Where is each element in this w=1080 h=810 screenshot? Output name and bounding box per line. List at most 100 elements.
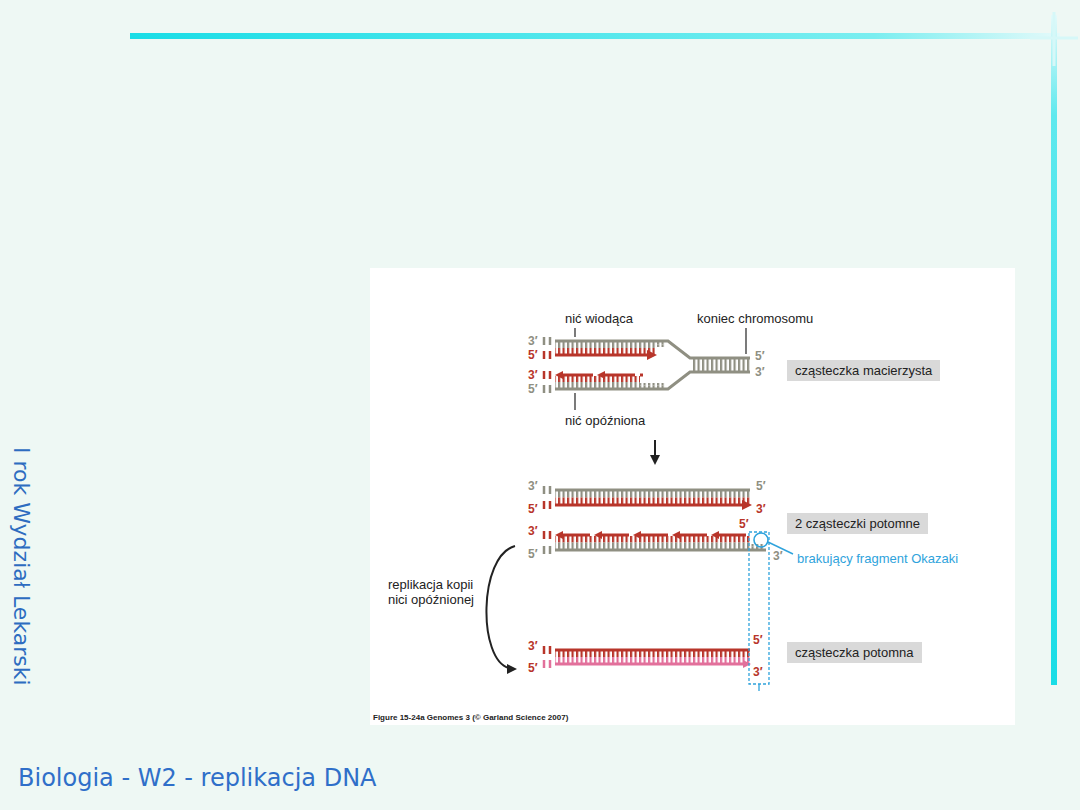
arrowhead (742, 500, 752, 510)
arrowhead (555, 531, 563, 539)
dna-strand (555, 649, 750, 652)
break-mark (549, 486, 552, 494)
break-mark (549, 371, 552, 379)
dna-strand (601, 374, 635, 377)
arrowhead (672, 531, 680, 539)
base-pairs (555, 342, 655, 348)
corner-cross (1030, 37, 1078, 40)
callout-label: replikacja kopii nici opóźnionej (388, 577, 478, 607)
dna-strand (555, 372, 750, 389)
base-pairs (555, 348, 655, 354)
end-label: 3′ (528, 480, 538, 492)
dna-strand (676, 534, 707, 537)
end-label: 3′ (755, 366, 765, 378)
arrowhead (633, 531, 641, 539)
base-pairs (555, 536, 750, 543)
top-bar (130, 33, 1060, 39)
molecule-label: 2 cząsteczki potomne (795, 516, 920, 531)
base-pairs (555, 657, 750, 663)
arrowhead (650, 455, 660, 465)
footer-title: Biologia - W2 - replikacja DNA (18, 764, 377, 793)
end-label: 5′ (739, 518, 749, 530)
figure-panel (370, 268, 1015, 725)
dna-strand (598, 534, 629, 537)
end-label: 3′ (773, 550, 783, 562)
end-label: 3′ (756, 503, 766, 515)
arrowhead (507, 664, 517, 674)
base-pairs (692, 359, 750, 365)
break-mark (549, 501, 552, 509)
molecule-label: cząsteczka potomna (795, 645, 914, 660)
base-pairs (555, 491, 750, 498)
break-mark (543, 351, 546, 359)
arrowhead (743, 660, 751, 668)
figure-credit: Figure 15-24a Genomes 3 (© Garland Scien… (373, 713, 568, 723)
dna-strand (637, 534, 668, 537)
base-pairs (555, 382, 640, 388)
curved-arrow (486, 546, 515, 668)
arrowhead (594, 531, 602, 539)
dna-strand (559, 534, 590, 537)
break-mark (543, 371, 546, 379)
callout-label: nić opóźniona (565, 413, 645, 429)
dna-strand (715, 534, 746, 537)
break-mark (549, 646, 552, 654)
dna-strand (555, 663, 745, 666)
base-pairs (555, 498, 750, 505)
arrowhead (647, 350, 657, 360)
dna-strand (555, 354, 650, 357)
arrowhead (555, 371, 563, 379)
molecule-tag: 2 cząsteczki potomne (787, 513, 928, 534)
dashed-bracket (749, 532, 769, 684)
base-pairs (555, 543, 750, 550)
base-pairs (555, 376, 640, 382)
leader-line (574, 328, 575, 337)
dna-strand (559, 374, 593, 377)
break-mark (549, 660, 552, 668)
break-mark (543, 501, 546, 509)
dna-strand (640, 374, 643, 377)
break-mark (549, 546, 552, 554)
end-label: 5′ (528, 662, 538, 674)
dna-strand (555, 549, 766, 552)
break-mark (543, 486, 546, 494)
end-label: 5′ (528, 383, 538, 395)
end-label: 3′ (528, 525, 538, 537)
end-label: 5′ (528, 349, 538, 361)
callout-label: brakujący fragment Okazaki (797, 551, 958, 567)
break-mark (543, 660, 546, 668)
break-mark (543, 337, 546, 345)
bracket-tick (758, 684, 759, 691)
leader-line (745, 328, 746, 354)
side-bar (1051, 15, 1057, 685)
break-mark (549, 531, 552, 539)
end-label: 5′ (528, 548, 538, 560)
end-label: 5′ (528, 503, 538, 515)
end-label: 3′ (528, 369, 538, 381)
side-title: I rok Wydział Lekarski (8, 447, 34, 686)
arrowhead (597, 371, 605, 379)
break-mark (543, 531, 546, 539)
dna-strand (555, 504, 745, 507)
arrowhead (711, 531, 719, 539)
leader-line (574, 393, 575, 410)
dna-strand (555, 489, 750, 492)
gap-marker (754, 533, 768, 547)
end-label: 3′ (753, 666, 763, 678)
break-mark (549, 337, 552, 345)
break-mark (543, 385, 546, 393)
end-label: 3′ (528, 640, 538, 652)
callout-label: nić wiodąca (565, 311, 633, 327)
base-pairs (555, 651, 750, 657)
break-mark (549, 351, 552, 359)
molecule-tag: cząsteczka macierzysta (787, 360, 940, 381)
end-label: 3′ (528, 335, 538, 347)
end-label: 5′ (755, 350, 765, 362)
break-mark (543, 546, 546, 554)
base-pairs (655, 345, 666, 348)
molecule-tag: cząsteczka potomna (787, 642, 922, 663)
base-pairs (640, 383, 666, 386)
molecule-label: cząsteczka macierzysta (795, 363, 932, 378)
base-pairs (692, 365, 750, 371)
